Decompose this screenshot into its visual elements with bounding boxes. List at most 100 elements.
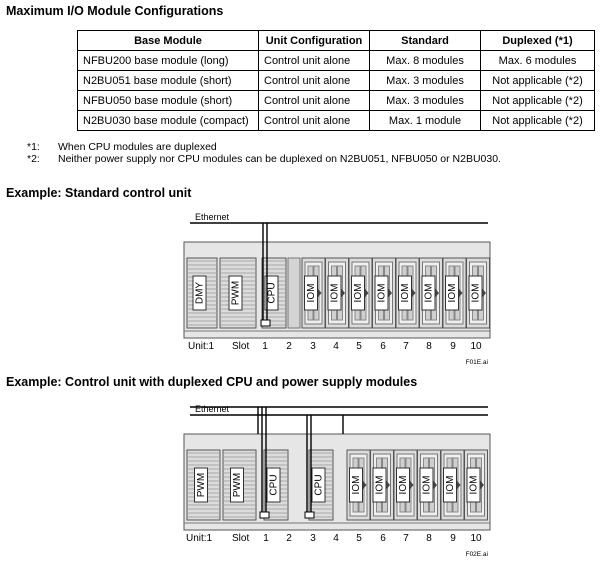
slot-label: Slot — [232, 341, 249, 352]
footnote-text: When CPU modules are duplexed — [58, 141, 217, 153]
slot-number: 9 — [450, 341, 456, 352]
module-hatch — [221, 260, 255, 326]
module-label: IOM — [353, 284, 364, 303]
module-label: IOM — [447, 284, 458, 303]
slot-number: 4 — [333, 533, 339, 544]
figure-id: F01E.ai — [466, 359, 488, 366]
col-header-base-module: Base Module — [77, 30, 259, 51]
module-label: IOM — [375, 476, 386, 495]
module-iom: IOM — [419, 257, 443, 329]
module-label: IOM — [471, 284, 482, 303]
footnote-key: *1: — [27, 141, 40, 153]
cell-standard: Max. 3 modules — [369, 70, 481, 91]
module-dmy: DMY — [186, 257, 218, 329]
slot-number: 1 — [263, 533, 269, 544]
cell-standard: Max. 8 modules — [369, 50, 481, 71]
table-row: N2BU051 base module (short) Control unit… — [77, 70, 595, 91]
col-header-duplexed: Duplexed (*1) — [480, 30, 595, 51]
section-heading-example2: Example: Control unit with duplexed CPU … — [6, 375, 418, 389]
module-pwm: PWM — [222, 449, 257, 521]
module-label: PWM — [231, 281, 242, 305]
module-label: IOM — [377, 284, 388, 303]
footnote-text: Neither power supply nor CPU modules can… — [58, 153, 501, 165]
module-iom: IOM — [301, 257, 326, 329]
module-cpu: CPU — [263, 449, 289, 521]
table-row: NFBU050 base module (short) Control unit… — [77, 90, 595, 111]
module-label: IOM — [330, 284, 341, 303]
cell-base-module: N2BU030 base module (compact) — [77, 110, 259, 131]
section-heading-max-config: Maximum I/O Module Configurations — [6, 4, 224, 18]
module-iom: IOM — [440, 449, 465, 521]
slot-number: 6 — [380, 533, 386, 544]
cell-standard: Max. 3 modules — [369, 90, 481, 111]
ethernet-label: Ethernet — [195, 404, 230, 414]
module-label: DMY — [195, 282, 206, 305]
slot-number: 9 — [450, 533, 456, 544]
table-row: N2BU030 base module (compact) Control un… — [77, 110, 595, 131]
unit-label: Unit:1 — [186, 533, 213, 544]
slot-number: 5 — [356, 533, 362, 544]
cell-duplexed: Max. 6 modules — [480, 50, 595, 71]
slot-number: 10 — [470, 341, 482, 352]
module-label: IOM — [306, 284, 317, 303]
module-iom: IOM — [395, 257, 420, 329]
slot-number: 7 — [403, 533, 409, 544]
slot-number: 10 — [470, 533, 482, 544]
module-iom: IOM — [372, 257, 396, 329]
module-label: IOM — [424, 284, 435, 303]
slot-number: 4 — [333, 341, 339, 352]
slot-number: 2 — [286, 341, 292, 352]
cell-standard: Max. 1 module — [369, 110, 481, 131]
footnote-key: *2: — [27, 153, 40, 165]
module-cpu: CPU — [261, 257, 287, 329]
module-pwm: PWM — [186, 449, 221, 521]
cell-duplexed: Not applicable (*2) — [480, 110, 595, 131]
ethernet-cable-drop — [304, 415, 315, 519]
module-label: PWM — [232, 473, 243, 497]
ethernet-label: Ethernet — [195, 212, 230, 222]
slot-number: 3 — [310, 533, 316, 544]
col-header-unit-config: Unit Configuration — [258, 30, 370, 51]
cell-unit-config: Control unit alone — [258, 110, 370, 131]
module-label: IOM — [445, 476, 456, 495]
cell-unit-config: Control unit alone — [258, 70, 370, 91]
figure-id: F02E.ai — [466, 551, 488, 558]
module-iom: IOM — [442, 257, 467, 329]
module-iom: IOM — [370, 449, 394, 521]
slot-number: 2 — [286, 533, 292, 544]
module-iom: IOM — [417, 449, 441, 521]
module-iom: IOM — [346, 449, 371, 521]
cell-base-module: NFBU200 base module (long) — [77, 50, 259, 71]
slot-number: 8 — [426, 533, 432, 544]
slot-number: 1 — [262, 341, 268, 352]
module-iom: IOM — [325, 257, 349, 329]
col-header-standard: Standard — [369, 30, 481, 51]
config-table: Base Module Unit Configuration Standard … — [77, 30, 595, 131]
module-label: IOM — [469, 476, 480, 495]
slot-number: 6 — [380, 341, 386, 352]
slot-number: 7 — [403, 341, 409, 352]
module-hatch — [188, 452, 219, 518]
module-label: IOM — [398, 476, 409, 495]
cell-unit-config: Control unit alone — [258, 50, 370, 71]
module-label: CPU — [269, 474, 280, 495]
cell-duplexed: Not applicable (*2) — [480, 90, 595, 111]
module-label: IOM — [400, 284, 411, 303]
slot-number: 3 — [310, 341, 316, 352]
module-iom: IOM — [466, 257, 490, 329]
slot-number: 8 — [426, 341, 432, 352]
cell-unit-config: Control unit alone — [258, 90, 370, 111]
footnote: *2: Neither power supply nor CPU modules… — [27, 153, 501, 165]
section-heading-example1: Example: Standard control unit — [6, 186, 192, 200]
footnote: *1: When CPU modules are duplexed — [27, 141, 501, 153]
footnotes: *1: When CPU modules are duplexed *2: Ne… — [27, 141, 501, 165]
table-row: NFBU200 base module (long) Control unit … — [77, 50, 595, 71]
module-label: PWM — [196, 473, 207, 497]
cell-duplexed: Not applicable (*2) — [480, 70, 595, 91]
module-cpu: CPU — [308, 449, 334, 521]
ethernet-cable-drop — [260, 223, 271, 327]
module-iom: IOM — [464, 449, 488, 521]
module-label: IOM — [351, 476, 362, 495]
